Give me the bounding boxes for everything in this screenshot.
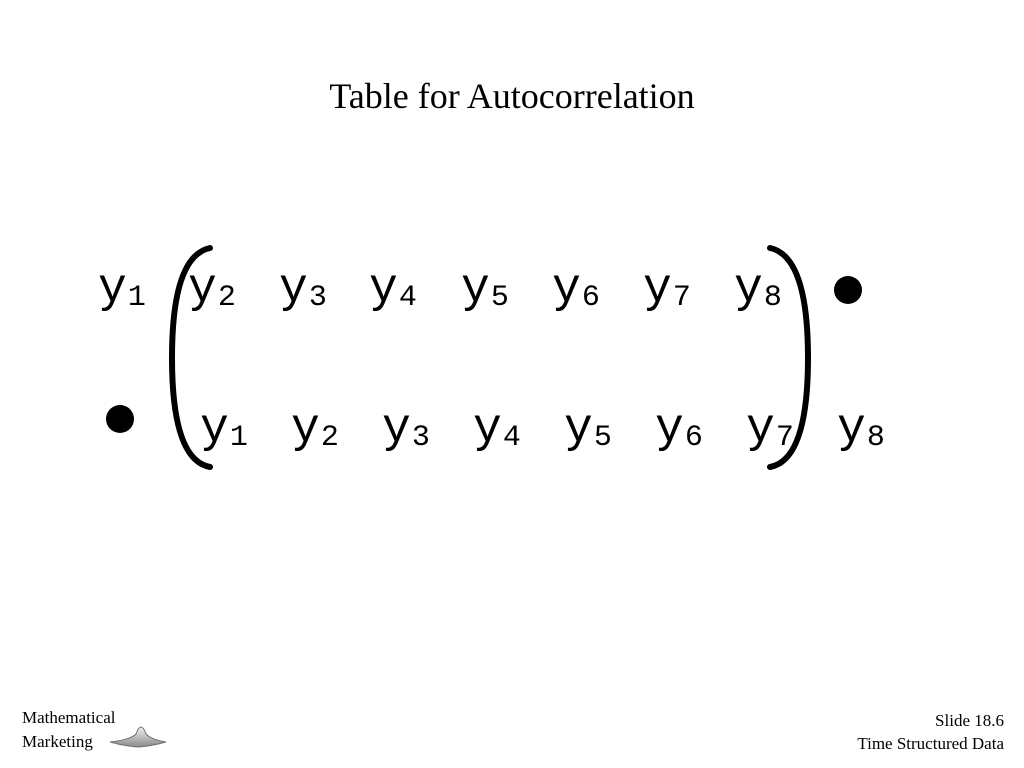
bottom-row-term-3: y3 [382, 402, 430, 456]
section-title: Time Structured Data [857, 734, 1004, 753]
slide-title: Table for Autocorrelation [329, 76, 695, 116]
bottom-row-term-4: y4 [473, 402, 521, 456]
bottom-row-term-5: y5 [564, 402, 612, 456]
left-parenthesis [168, 245, 213, 470]
logo-text-line2: Marketing [22, 732, 93, 751]
bottom-row-start-dot [106, 405, 134, 433]
top-row-term-2: y2 [188, 262, 236, 316]
bottom-row-term-1: y1 [200, 402, 248, 456]
logo-text-line1: Mathematical [22, 708, 116, 727]
bottom-row-term-6: y6 [655, 402, 703, 456]
top-row-term-4: y4 [369, 262, 417, 316]
slide-number: Slide 18.6 [935, 711, 1004, 730]
bottom-row-term-2: y2 [291, 402, 339, 456]
bottom-row-term-7: y7 [746, 402, 794, 456]
top-row-term-8: y8 [734, 262, 782, 316]
top-row-term-7: y7 [643, 262, 691, 316]
bottom-row-term-8: y8 [837, 402, 885, 456]
top-row-term-1: y1 [98, 262, 146, 316]
top-row-end-dot [834, 276, 862, 304]
top-row-term-3: y3 [279, 262, 327, 316]
top-row-term-6: y6 [552, 262, 600, 316]
bell-curve-logo-icon [109, 726, 167, 748]
top-row-term-5: y5 [461, 262, 509, 316]
right-parenthesis [767, 245, 812, 470]
